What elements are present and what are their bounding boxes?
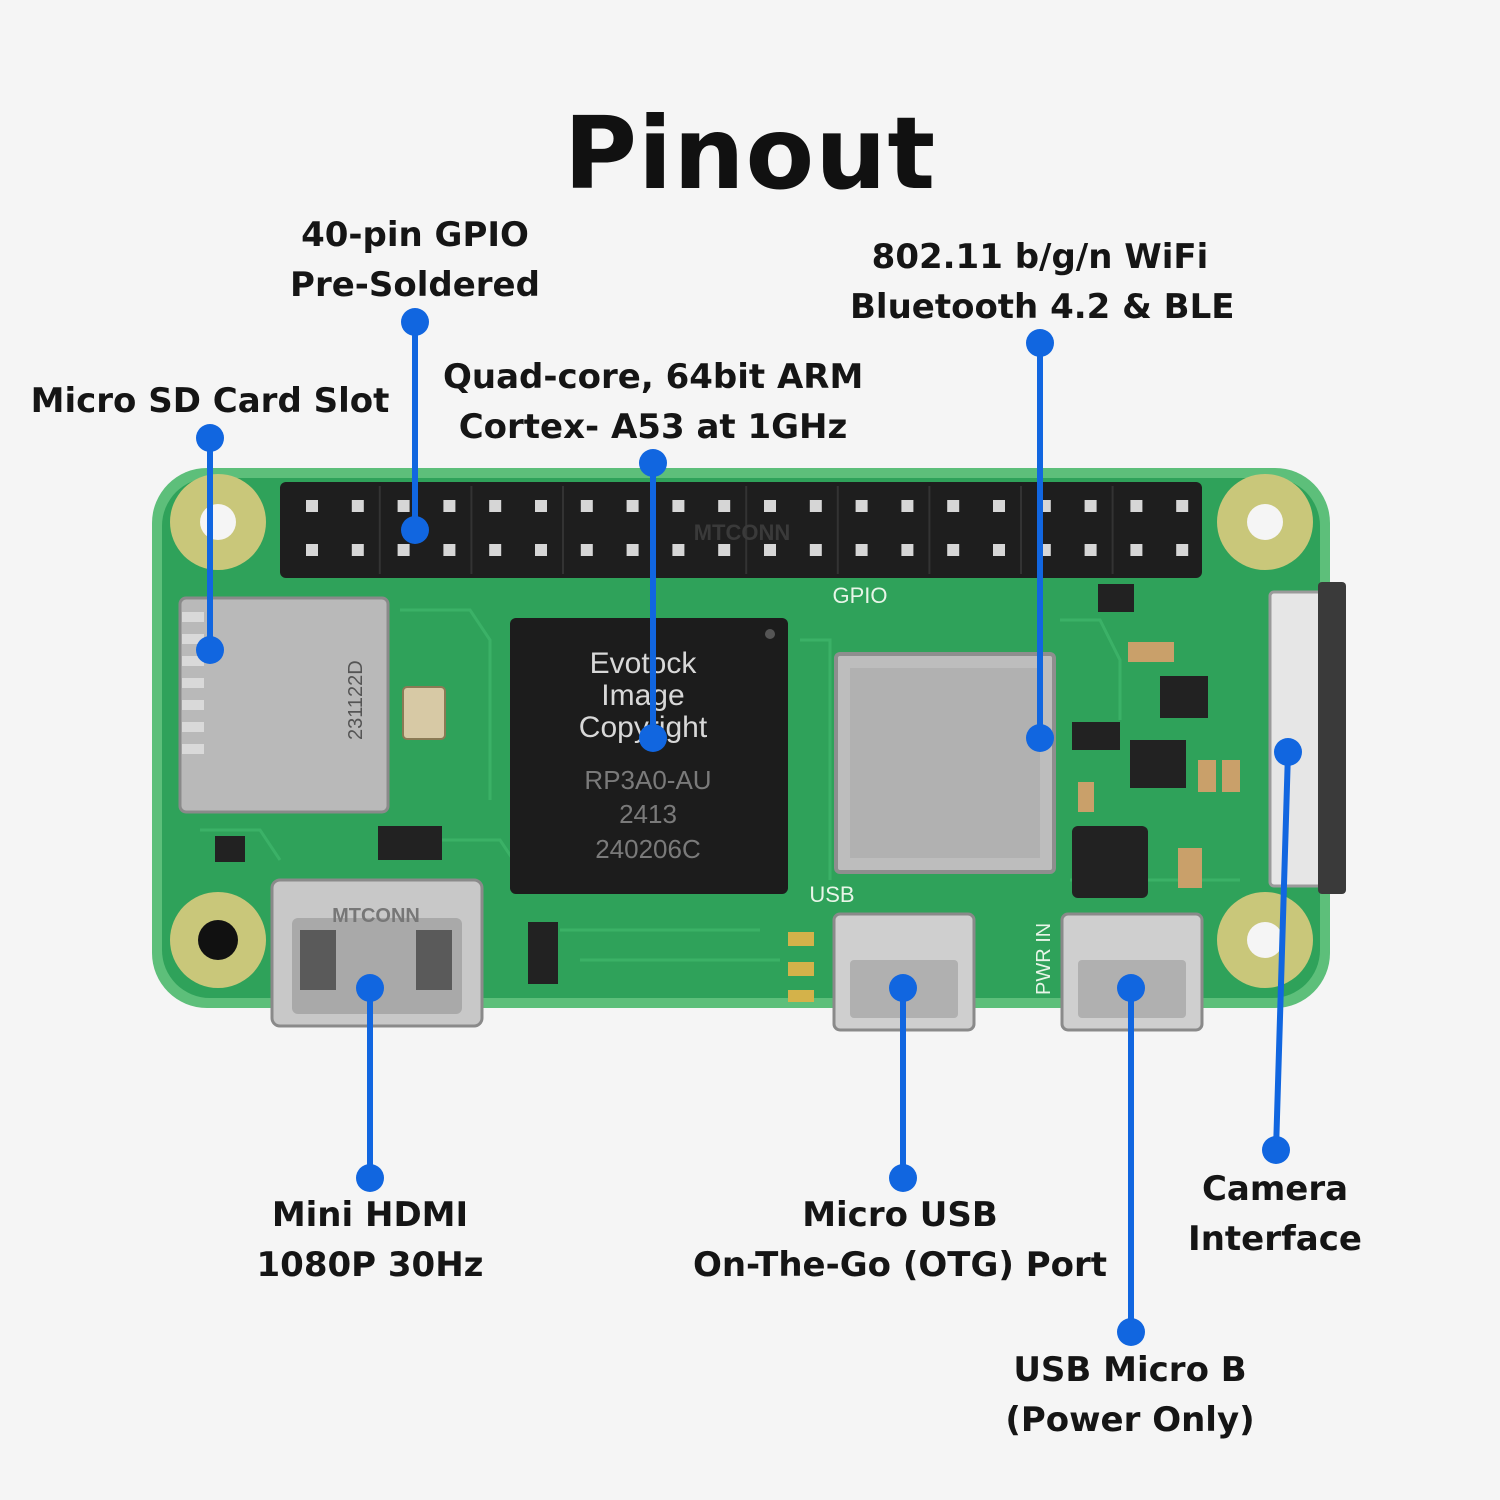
label-line: Mini HDMI	[220, 1190, 520, 1240]
gpio-pin	[398, 500, 410, 512]
gpio-pin	[764, 544, 776, 556]
hdmi-brand-mark: MTCONN	[332, 905, 420, 927]
page-title: Pinout	[0, 95, 1500, 212]
label-line: Micro SD Card Slot	[30, 376, 390, 426]
gpio-pin	[718, 500, 730, 512]
gpio-pin	[672, 544, 684, 556]
gpio-pin	[306, 544, 318, 556]
mounting-hole	[170, 474, 266, 570]
gpio-pin	[1085, 500, 1097, 512]
chip-marking: RP3A0-AU	[584, 765, 711, 795]
gpio-pin	[581, 544, 593, 556]
gpio-pin	[627, 544, 639, 556]
gpio-pin	[398, 544, 410, 556]
camera-connector	[1270, 592, 1322, 886]
label-line: USB Micro B	[990, 1345, 1270, 1395]
label-line: (Power Only)	[990, 1395, 1270, 1445]
gpio-pin	[581, 500, 593, 512]
label-line: Interface	[1170, 1214, 1380, 1264]
watermark-line: Image	[601, 679, 684, 712]
label-wifi: 802.11 b/g/n WiFi Bluetooth 4.2 & BLE	[850, 232, 1230, 332]
mounting-hole	[1217, 474, 1313, 570]
label-line: Camera	[1170, 1164, 1380, 1214]
gpio-pin	[443, 544, 455, 556]
label-line: 40-pin GPIO	[265, 210, 565, 260]
label-line: 802.11 b/g/n WiFi	[850, 232, 1230, 282]
gpio-pin	[1130, 500, 1142, 512]
mounting-hole	[1217, 892, 1313, 988]
header-brand-mark: MTCONN	[694, 520, 791, 545]
gpio-silkscreen: GPIO	[832, 583, 887, 608]
gpio-pin	[627, 500, 639, 512]
gpio-pin	[535, 500, 547, 512]
sd-date-code: 231122D	[345, 660, 367, 740]
gpio-pin	[672, 500, 684, 512]
gpio-pin	[1176, 544, 1188, 556]
watermark-line: Evotock	[590, 647, 698, 680]
label-power: USB Micro B (Power Only)	[990, 1345, 1270, 1445]
gpio-pin	[993, 500, 1005, 512]
label-line: Pre-Soldered	[265, 260, 565, 310]
label-camera: Camera Interface	[1170, 1164, 1380, 1264]
gpio-pin	[1130, 544, 1142, 556]
label-line: On-The-Go (OTG) Port	[690, 1240, 1110, 1290]
gpio-pin	[443, 500, 455, 512]
gpio-pin	[856, 544, 868, 556]
gpio-pin	[810, 500, 822, 512]
crystal	[403, 687, 445, 739]
gpio-pin	[856, 500, 868, 512]
gpio-pin	[352, 544, 364, 556]
pwr-silkscreen: PWR IN	[1033, 923, 1055, 995]
gpio-pin	[764, 500, 776, 512]
gpio-pin	[993, 544, 1005, 556]
label-cpu: Quad-core, 64bit ARM Cortex- A53 at 1GHz	[443, 352, 863, 452]
usb-silkscreen: USB	[809, 882, 854, 907]
gpio-pin	[810, 544, 822, 556]
gpio-pin	[352, 500, 364, 512]
gpio-pin	[1085, 544, 1097, 556]
label-line: Quad-core, 64bit ARM	[443, 352, 863, 402]
gpio-pin	[901, 500, 913, 512]
label-usb: Micro USB On-The-Go (OTG) Port	[690, 1190, 1110, 1290]
gpio-pin	[535, 544, 547, 556]
gpio-pin	[306, 500, 318, 512]
gpio-pin	[489, 544, 501, 556]
chip-marking: 240206C	[595, 834, 701, 864]
label-line: Micro USB	[690, 1190, 1110, 1240]
label-line: Bluetooth 4.2 & BLE	[850, 282, 1230, 332]
label-sd: Micro SD Card Slot	[30, 376, 390, 426]
label-gpio: 40-pin GPIO Pre-Soldered	[265, 210, 565, 310]
gpio-pin	[947, 544, 959, 556]
chip-marking: 2413	[619, 799, 677, 829]
label-hdmi: Mini HDMI 1080P 30Hz	[220, 1190, 520, 1290]
label-line: Cortex- A53 at 1GHz	[443, 402, 863, 452]
gpio-pin	[901, 544, 913, 556]
gpio-pin	[1176, 500, 1188, 512]
gpio-pin	[947, 500, 959, 512]
label-line: 1080P 30Hz	[220, 1240, 520, 1290]
gpio-pin	[718, 544, 730, 556]
gpio-pin	[489, 500, 501, 512]
mounting-hole	[170, 892, 266, 988]
